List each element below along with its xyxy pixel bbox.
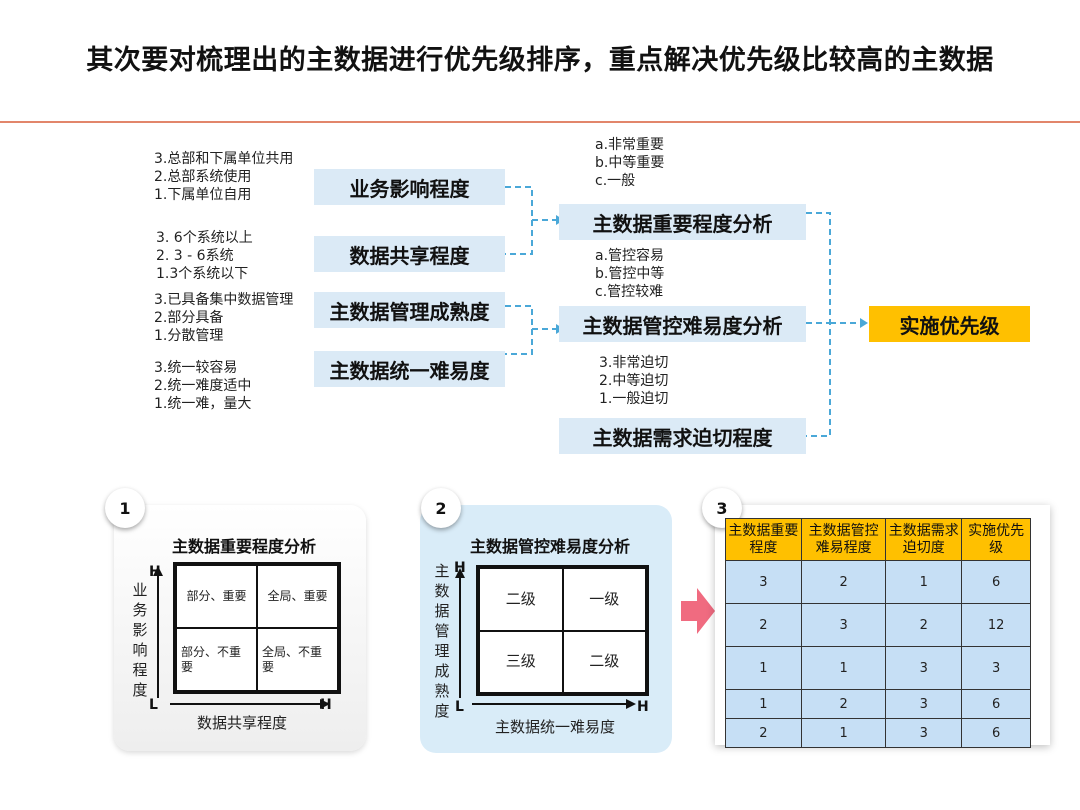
table-cell: 2: [725, 718, 802, 748]
table-cell: 2: [885, 603, 963, 647]
panel2-title: 主数据管控难易度分析: [470, 537, 631, 556]
table-row: 2 3 2 12: [725, 603, 1031, 647]
flow-connectors: [505, 186, 868, 437]
analysis-urgency: 主数据需求迫切程度: [559, 418, 806, 454]
matrix-cell: 二级: [479, 568, 563, 631]
table-cell: 3: [885, 646, 963, 690]
panel1-badge: 1: [105, 488, 145, 528]
matrix-cell: 全局、重要: [257, 565, 338, 628]
matrix-cell: 一级: [562, 568, 646, 631]
table-cell: 1: [800, 646, 887, 690]
analysis-difficulty: 主数据管控难易度分析: [559, 306, 806, 342]
table-cell: 3: [961, 646, 1031, 690]
table-cell: 12: [961, 603, 1031, 647]
page-title: 其次要对梳理出的主数据进行优先级排序，重点解决优先级比较高的主数据: [86, 45, 994, 76]
panel1-title: 主数据重要程度分析: [172, 537, 317, 556]
table-cell: 3: [885, 689, 963, 719]
criterion-unification: 主数据统一难易度: [314, 351, 505, 387]
table-row: 1 1 3 3: [725, 646, 1031, 690]
matrix-cell: 全局、不重要: [257, 628, 338, 691]
table-cell: 1: [725, 689, 802, 719]
table-cell: 1: [885, 560, 963, 604]
matrix-cell: 部分、不重要: [176, 628, 257, 691]
column-header: 主数据需求迫切度: [885, 518, 963, 561]
table-cell: 2: [725, 603, 802, 647]
matrix-cell: 三级: [479, 630, 563, 693]
table-cell: 1: [800, 718, 887, 748]
panel1-x-high: H: [320, 697, 332, 713]
table-cell: 6: [961, 718, 1031, 748]
column-header: 实施优先级: [961, 518, 1031, 561]
table-row: 2 1 3 6: [725, 718, 1031, 748]
panel1-xlabel: 数据共享程度: [197, 714, 288, 732]
implementation-priority: 实施优先级: [869, 306, 1030, 342]
table-cell: 3: [725, 560, 802, 604]
matrix-cell: 部分、重要: [176, 565, 257, 628]
column-header: 主数据管控难易程度: [800, 518, 887, 561]
panel1-ylabel: 业 务 影 响 程 度: [132, 581, 148, 699]
table-cell: 2: [800, 689, 887, 719]
panel2-origin-low: L: [455, 699, 464, 715]
table-cell: 1: [725, 646, 802, 690]
table-cell: 6: [961, 689, 1031, 719]
table-cell: 2: [800, 560, 887, 604]
panel2-y-high: H: [454, 560, 466, 576]
table-cell: 3: [885, 718, 963, 748]
title-divider: [0, 121, 1080, 123]
panel1-axes: [153, 566, 330, 709]
table-row: 3 2 1 6: [725, 560, 1031, 604]
priority-table-wrapper: 主数据重要程度 主数据管控难易程度 主数据需求迫切度 实施优先级 3 2 1 6…: [725, 518, 1031, 748]
panel2-xlabel: 主数据统一难易度: [495, 718, 616, 736]
table-cell: 3: [800, 603, 887, 647]
panel2-x-high: H: [637, 699, 649, 715]
panel1-y-high: H: [149, 564, 161, 580]
panel1-matrix: 部分、重要 全局、重要 部分、不重要 全局、不重要: [173, 562, 341, 694]
panel1-origin-low: L: [149, 697, 158, 713]
table-row: 1 2 3 6: [725, 689, 1031, 719]
panel2-matrix: 二级 一级 三级 二级: [476, 565, 649, 696]
criterion-maturity: 主数据管理成熟度: [314, 292, 505, 328]
criterion-business-impact: 业务影响程度: [314, 169, 505, 205]
panel2-axes: [455, 568, 636, 709]
right-arrow-icon: [681, 588, 715, 634]
panel2-badge: 2: [421, 488, 461, 528]
analysis-importance: 主数据重要程度分析: [559, 204, 806, 240]
panel2-ylabel: 主 数 据 管 理 成 熟 度: [434, 562, 450, 720]
table-cell: 6: [961, 560, 1031, 604]
priority-table: 主数据重要程度 主数据管控难易程度 主数据需求迫切度 实施优先级 3 2 1 6…: [725, 518, 1031, 748]
matrix-cell: 二级: [562, 630, 646, 693]
column-header: 主数据重要程度: [725, 518, 802, 561]
table-header-row: 主数据重要程度 主数据管控难易程度 主数据需求迫切度 实施优先级: [725, 518, 1031, 561]
criterion-data-sharing: 数据共享程度: [314, 236, 505, 272]
